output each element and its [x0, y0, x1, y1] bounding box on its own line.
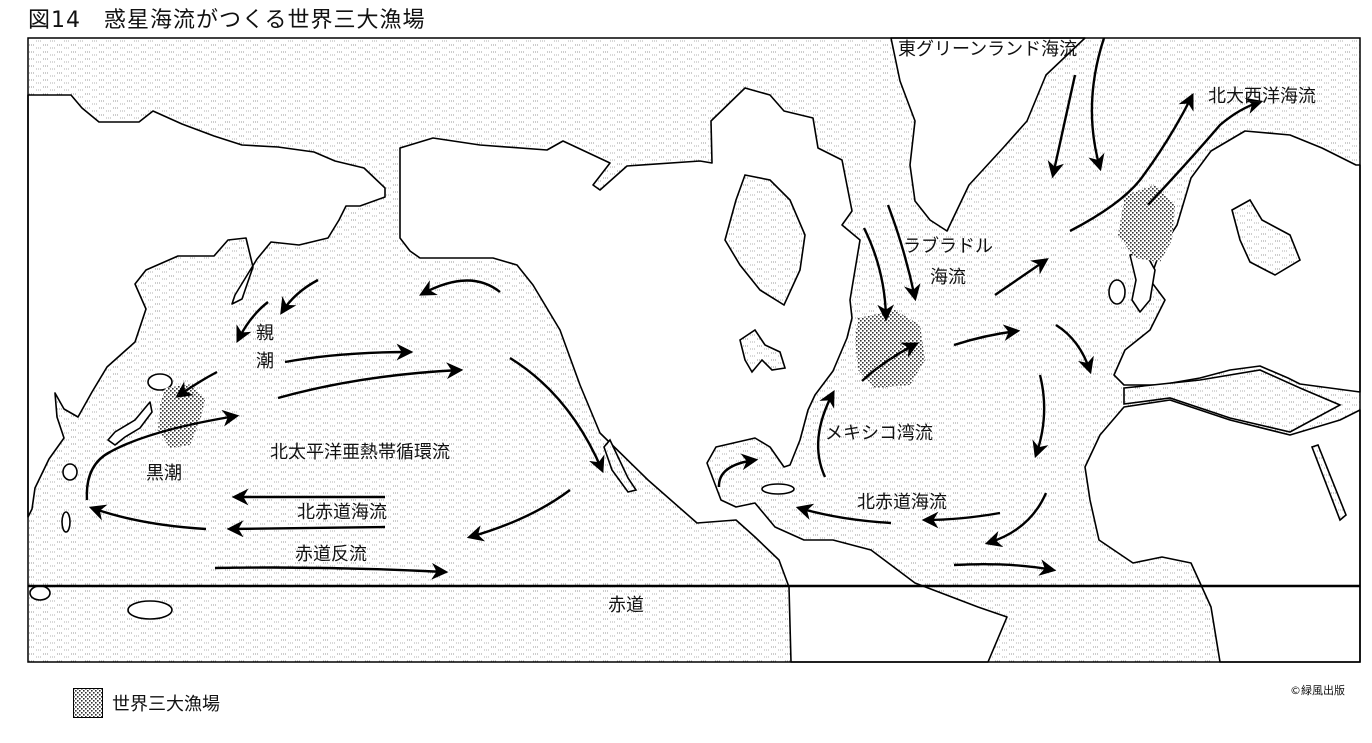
oyashio-arrow [280, 278, 319, 315]
label-north-pacific-gyre: 北太平洋亜熱帯循環流 [270, 442, 450, 463]
east-greenland-current-arrow [1047, 74, 1077, 179]
japan-island [107, 401, 153, 446]
equatorial-counter-current-atlantic-arrow [953, 559, 1057, 576]
north-equatorial-current-pacific-arrow [226, 520, 386, 538]
gulf-loop-arrow [717, 453, 759, 488]
red-sea [1310, 444, 1347, 522]
asia-landmass [27, 94, 386, 518]
map-frame [27, 37, 1361, 663]
label-kuroshio: 黒潮 [146, 463, 182, 484]
hudson-bay [724, 174, 806, 307]
label-oyashio: 親潮 [256, 323, 274, 372]
mediterranean-sea [1123, 369, 1342, 433]
label-labrador-current-line1: ラブラドル [903, 236, 993, 257]
north-atlantic-arrow [994, 258, 1049, 296]
gulf-of-california [603, 438, 638, 493]
island [127, 600, 173, 620]
equatorial-counter-current-arrow [214, 562, 449, 580]
fishing-ground-northwest-pacific [158, 384, 205, 448]
americas-landmass [399, 87, 1008, 663]
label-gulf-stream: メキシコ湾流 [825, 423, 933, 444]
gulf-stream-arrow [861, 342, 919, 382]
label-north-atlantic-current: 北大西洋海流 [1208, 86, 1316, 107]
north-equatorial-current-atlantic-arrow [921, 511, 1001, 529]
north-equatorial-return-arrow [88, 504, 207, 531]
label-north-equatorial-current-pacific: 北赤道海流 [297, 502, 387, 523]
california-current-arrow [509, 356, 605, 474]
east-greenland-current-arrow [1088, 37, 1106, 172]
label-equator: 赤道 [608, 595, 644, 616]
africa-landmass [1084, 399, 1361, 663]
legend-fishing-grounds-label: 世界三大漁場 [112, 694, 220, 715]
california-current-arrow [466, 489, 571, 542]
labrador-current-arrow [862, 227, 895, 322]
fishing-ground-northeast-atlantic [1118, 185, 1175, 262]
great-lakes [739, 328, 787, 374]
canary-current-arrow [1055, 323, 1094, 375]
alaska-gyre-arrow [419, 279, 501, 296]
canary-current-arrow [1032, 374, 1049, 459]
label-labrador-current-line2: 海流 [930, 267, 966, 288]
figure-title: 図14 惑星海流がつくる世界三大漁場 [28, 8, 426, 33]
gulf-stream-arrow [816, 390, 835, 478]
atlantic-gyre-arrow [984, 492, 1048, 548]
legend-fishing-grounds-swatch [73, 688, 103, 718]
fishing-ground-northwest-atlantic [855, 310, 925, 388]
north-pacific-current-arrow [284, 343, 414, 364]
oyashio-arrow [236, 301, 269, 344]
kuroshio-arrow [85, 409, 240, 501]
label-east-greenland-current: 東グリーンランド海流 [898, 39, 1078, 60]
north-pacific-current-arrow [277, 362, 464, 400]
labrador-current-arrow [886, 204, 921, 302]
ireland-island [1108, 279, 1126, 305]
oyashio-arrow [175, 370, 218, 398]
caribbean-island [761, 483, 795, 495]
island [61, 511, 71, 533]
island [62, 463, 78, 481]
label-equatorial-counter-current: 赤道反流 [295, 544, 367, 565]
north-atlantic-arrow [953, 324, 1021, 347]
north-atlantic-drift-arrow [1069, 92, 1194, 233]
north-atlantic-drift-arrow [1147, 97, 1264, 206]
greenland-landmass [890, 37, 1086, 232]
island [147, 373, 173, 391]
label-north-equatorial-current-atlantic: 北赤道海流 [857, 492, 947, 513]
copyright: ©緑風出版 [1290, 684, 1345, 697]
baltic-sea [1231, 198, 1301, 276]
north-equatorial-current-atlantic-arrow [795, 503, 892, 525]
island [29, 585, 51, 601]
